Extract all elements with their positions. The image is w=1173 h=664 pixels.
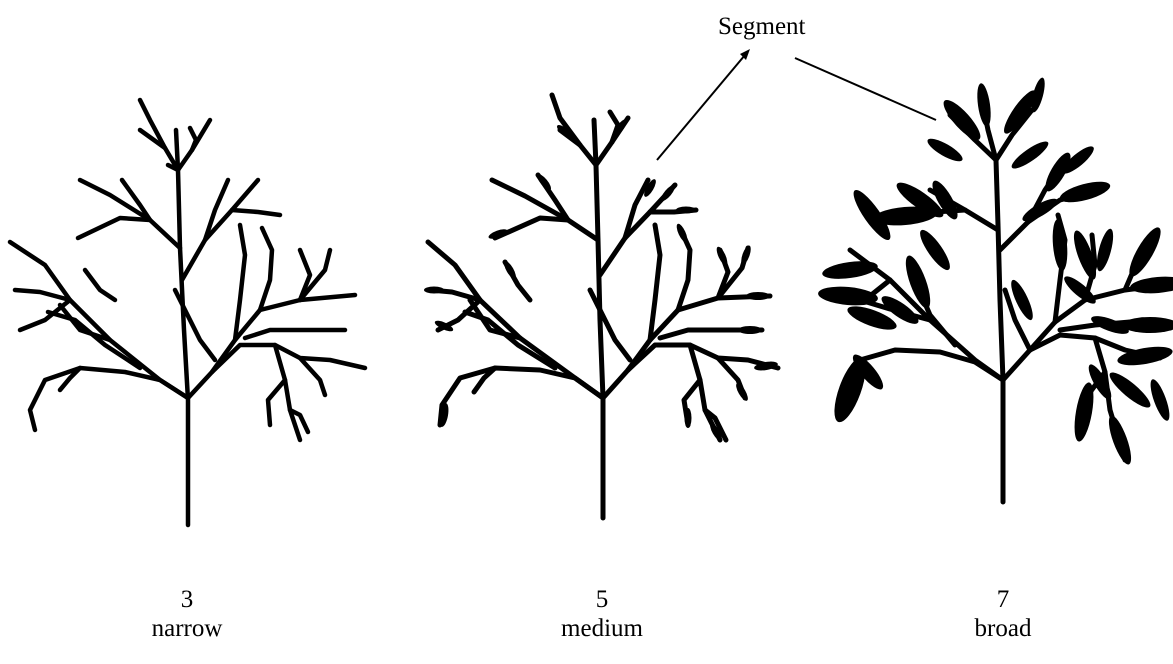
- leaf-medium: [428, 95, 778, 518]
- descriptor-broad: broad: [883, 614, 1123, 643]
- segment-label: Segment: [718, 13, 806, 40]
- segment-callout: Segment: [657, 13, 936, 160]
- callout-line-broad: [795, 58, 936, 120]
- caption-broad: 7 broad: [883, 585, 1123, 643]
- descriptor-medium: medium: [482, 614, 722, 643]
- leaf-broad-segments: [817, 76, 1173, 467]
- callout-arrow-medium: [657, 55, 745, 160]
- caption-medium: 5 medium: [482, 585, 722, 643]
- caption-narrow: 3 narrow: [67, 585, 307, 643]
- score-medium: 5: [482, 585, 722, 614]
- score-broad: 7: [883, 585, 1123, 614]
- descriptor-narrow: narrow: [67, 614, 307, 643]
- leaf-narrow: [10, 100, 365, 525]
- score-narrow: 3: [67, 585, 307, 614]
